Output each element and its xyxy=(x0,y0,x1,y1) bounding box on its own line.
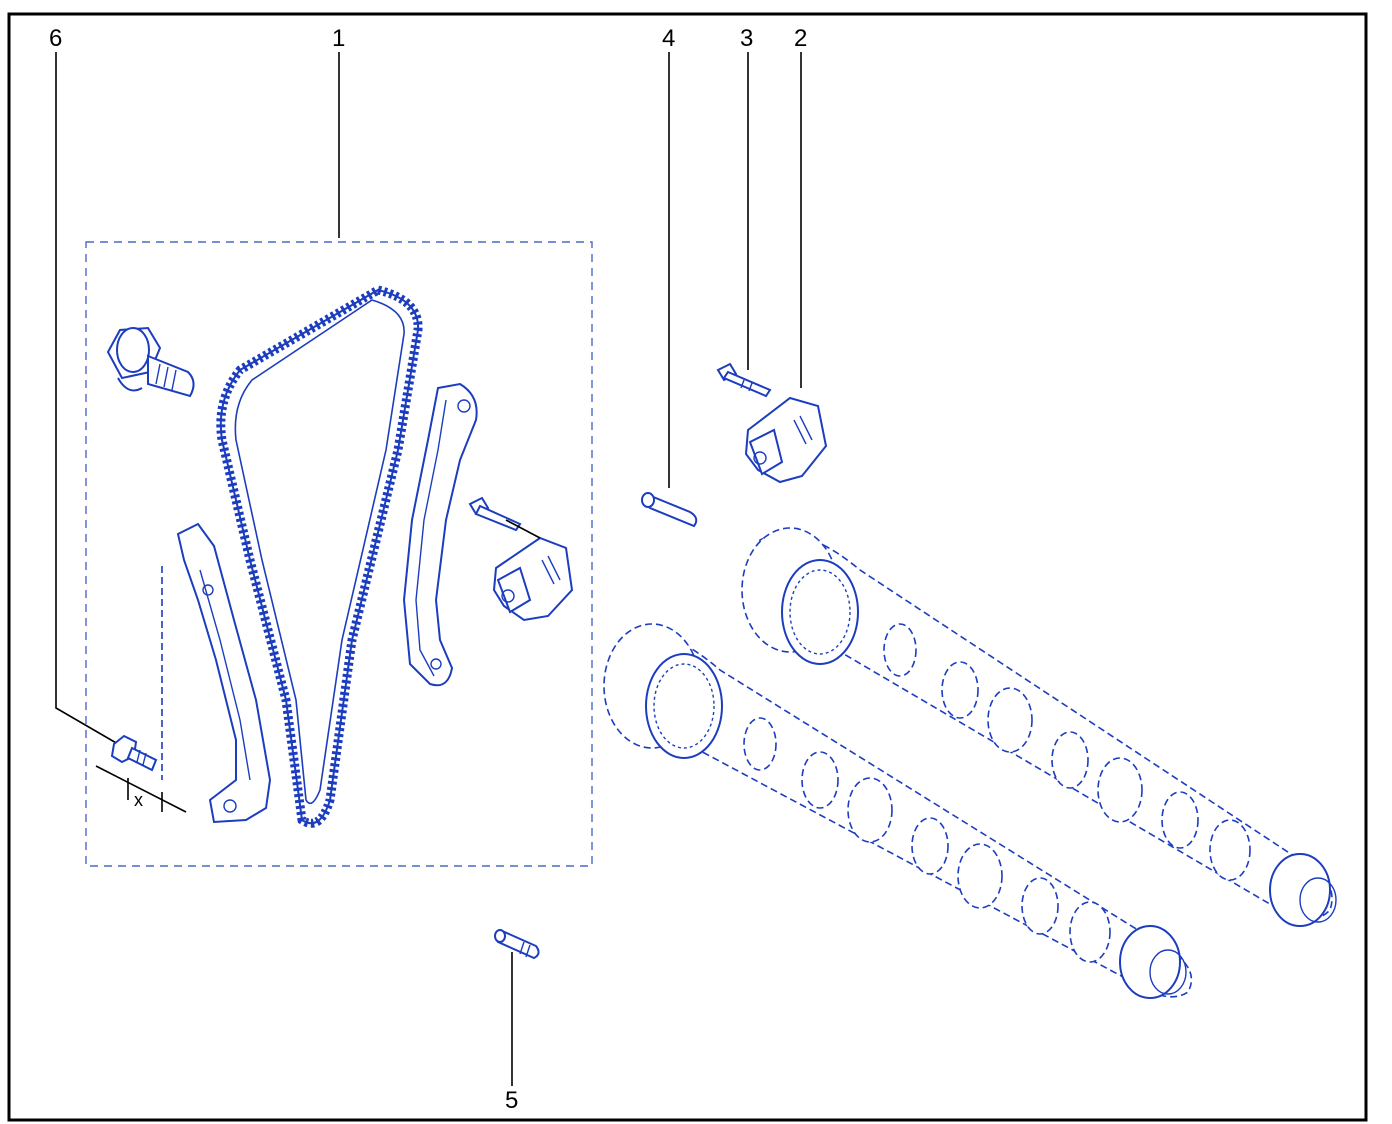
dowel-pin xyxy=(641,492,698,528)
dimension-label: x xyxy=(134,790,143,810)
stud-pin xyxy=(494,928,540,960)
callout-6-leader xyxy=(55,52,119,745)
fixed-chain-guide xyxy=(402,382,478,687)
guide-pivot-bolt xyxy=(110,734,158,772)
dimension-line xyxy=(95,765,187,813)
lower-camshaft xyxy=(603,623,1193,999)
callout-6-label: 6 xyxy=(49,25,62,52)
timing-chain xyxy=(216,285,423,828)
sprocket-bolt xyxy=(106,326,195,398)
callout-2-label: 2 xyxy=(794,25,807,52)
callout-5-label: 5 xyxy=(505,1087,518,1114)
dimension-x: x xyxy=(95,566,187,813)
chain-tensioner xyxy=(744,396,828,484)
callout-3: 3 xyxy=(740,25,753,370)
kit-boundary-box xyxy=(85,241,593,867)
callout-6: 6 xyxy=(49,25,119,745)
callout-3-label: 3 xyxy=(740,25,753,52)
kit-chain-tensioner xyxy=(468,496,574,622)
callout-4: 4 xyxy=(662,25,675,488)
pivoting-chain-guide xyxy=(176,522,272,824)
upper-camshaft xyxy=(741,527,1337,927)
callout-1: 1 xyxy=(332,25,345,238)
callout-1-label: 1 xyxy=(332,25,345,52)
tensioner-bolt xyxy=(716,362,772,398)
drawing-frame xyxy=(7,12,1368,1122)
callout-4-label: 4 xyxy=(662,25,675,52)
callout-5: 5 xyxy=(505,952,518,1114)
callout-2: 2 xyxy=(794,25,807,388)
